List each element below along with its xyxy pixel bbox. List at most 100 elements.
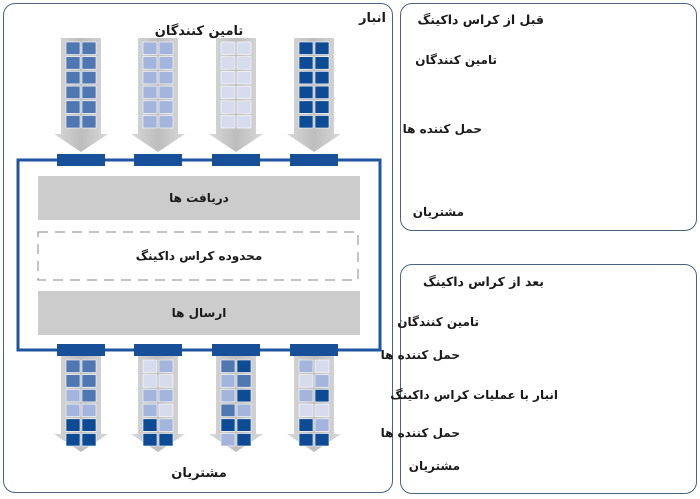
tower-cell xyxy=(314,403,330,417)
after-title: بعد از کراس داکینگ xyxy=(422,274,544,289)
tower-cell xyxy=(81,433,97,447)
tower-cell xyxy=(236,71,252,85)
tower-cell xyxy=(314,389,330,403)
tower-cell xyxy=(220,100,236,114)
tower-cell xyxy=(81,389,97,403)
tower-cell xyxy=(65,418,81,432)
cust-tower-4 xyxy=(287,356,341,452)
tower-cell xyxy=(65,85,81,99)
sup-tower-4 xyxy=(287,38,341,152)
cust-tower-2 xyxy=(131,356,185,452)
tower-cell xyxy=(158,389,174,403)
tower-cell xyxy=(65,56,81,70)
tower-cell xyxy=(220,374,236,388)
tower-cell xyxy=(298,71,314,85)
dock-door-bottom-4 xyxy=(290,344,338,356)
after-carriers-label-top: حمل کننده ها xyxy=(380,348,460,362)
tower-cell xyxy=(236,418,252,432)
tower-cell xyxy=(158,115,174,129)
sup-tower-arrow xyxy=(287,38,341,152)
before-title: قبل از کراس داکینگ xyxy=(417,12,544,27)
tower-cell xyxy=(298,56,314,70)
tower-cell xyxy=(298,374,314,388)
cust-tower-1 xyxy=(54,356,108,452)
tower-cell xyxy=(158,403,174,417)
tower-cell xyxy=(142,418,158,432)
dock-door-bottom-3 xyxy=(212,344,260,356)
tower-cell xyxy=(236,115,252,129)
dock-door-top-1 xyxy=(57,154,105,166)
tower-cell xyxy=(298,41,314,55)
tower-cell xyxy=(298,100,314,114)
after-customers-label: مشتریان xyxy=(408,459,460,473)
customer-towers xyxy=(54,356,341,452)
tower-cell xyxy=(158,433,174,447)
dock-door-bottom-1 xyxy=(57,344,105,356)
tower-cell xyxy=(220,433,236,447)
tower-cell xyxy=(142,374,158,388)
cross-dock-area-box xyxy=(37,231,359,281)
warehouse-title: انبار xyxy=(358,11,386,26)
tower-cell xyxy=(81,403,97,417)
tower-cell xyxy=(142,41,158,55)
receiving-band xyxy=(38,176,360,220)
tower-cell xyxy=(142,359,158,373)
tower-cell xyxy=(81,56,97,70)
sup-tower-2 xyxy=(131,38,185,152)
sup-tower-arrow xyxy=(131,38,185,152)
tower-cell xyxy=(236,41,252,55)
tower-cell xyxy=(314,418,330,432)
tower-cell xyxy=(65,433,81,447)
before-suppliers-label: تامین کنندگان xyxy=(415,53,497,67)
tower-cell xyxy=(142,71,158,85)
tower-cell xyxy=(142,403,158,417)
tower-cell xyxy=(81,418,97,432)
tower-cell xyxy=(220,418,236,432)
before-cross-docking-panel xyxy=(400,3,697,231)
tower-cell xyxy=(236,374,252,388)
warehouse-customers-label: مشتریان xyxy=(171,466,227,481)
tower-cell xyxy=(220,115,236,129)
dock-door-top-4 xyxy=(290,154,338,166)
tower-cell xyxy=(220,41,236,55)
tower-cell xyxy=(65,403,81,417)
before-carriers-label: حمل کننده ها xyxy=(402,122,482,136)
tower-cell xyxy=(81,115,97,129)
shipping-label: ارسال ها xyxy=(171,306,227,320)
after-cross-docking-panel xyxy=(400,264,697,494)
cust-tower-arrow xyxy=(131,356,185,452)
tower-cell xyxy=(81,71,97,85)
shipping-band xyxy=(38,291,360,335)
sup-tower-3 xyxy=(209,38,263,152)
top-dock-doors xyxy=(57,154,338,166)
tower-cell xyxy=(314,71,330,85)
tower-cell xyxy=(65,41,81,55)
dock-door-top-3 xyxy=(212,154,260,166)
receiving-label: دریافت ها xyxy=(169,191,229,205)
tower-cell xyxy=(65,71,81,85)
tower-cell xyxy=(142,56,158,70)
tower-cell xyxy=(65,115,81,129)
tower-cell xyxy=(220,85,236,99)
tower-cell xyxy=(65,100,81,114)
tower-cell xyxy=(158,374,174,388)
cust-tower-arrow xyxy=(209,356,263,452)
tower-cell xyxy=(81,359,97,373)
tower-cell xyxy=(314,374,330,388)
tower-cell xyxy=(298,389,314,403)
tower-cell xyxy=(65,389,81,403)
tower-cell xyxy=(298,403,314,417)
sup-tower-arrow xyxy=(54,38,108,152)
tower-cell xyxy=(314,56,330,70)
sup-tower-1 xyxy=(54,38,108,152)
warehouse-suppliers-label: تامین کنندگان xyxy=(154,24,244,39)
tower-cell xyxy=(236,359,252,373)
tower-cell xyxy=(158,418,174,432)
tower-cell xyxy=(81,41,97,55)
tower-cell xyxy=(236,403,252,417)
tower-cell xyxy=(298,418,314,432)
tower-cell xyxy=(298,115,314,129)
tower-cell xyxy=(314,85,330,99)
cust-tower-3 xyxy=(209,356,263,452)
tower-cell xyxy=(236,433,252,447)
